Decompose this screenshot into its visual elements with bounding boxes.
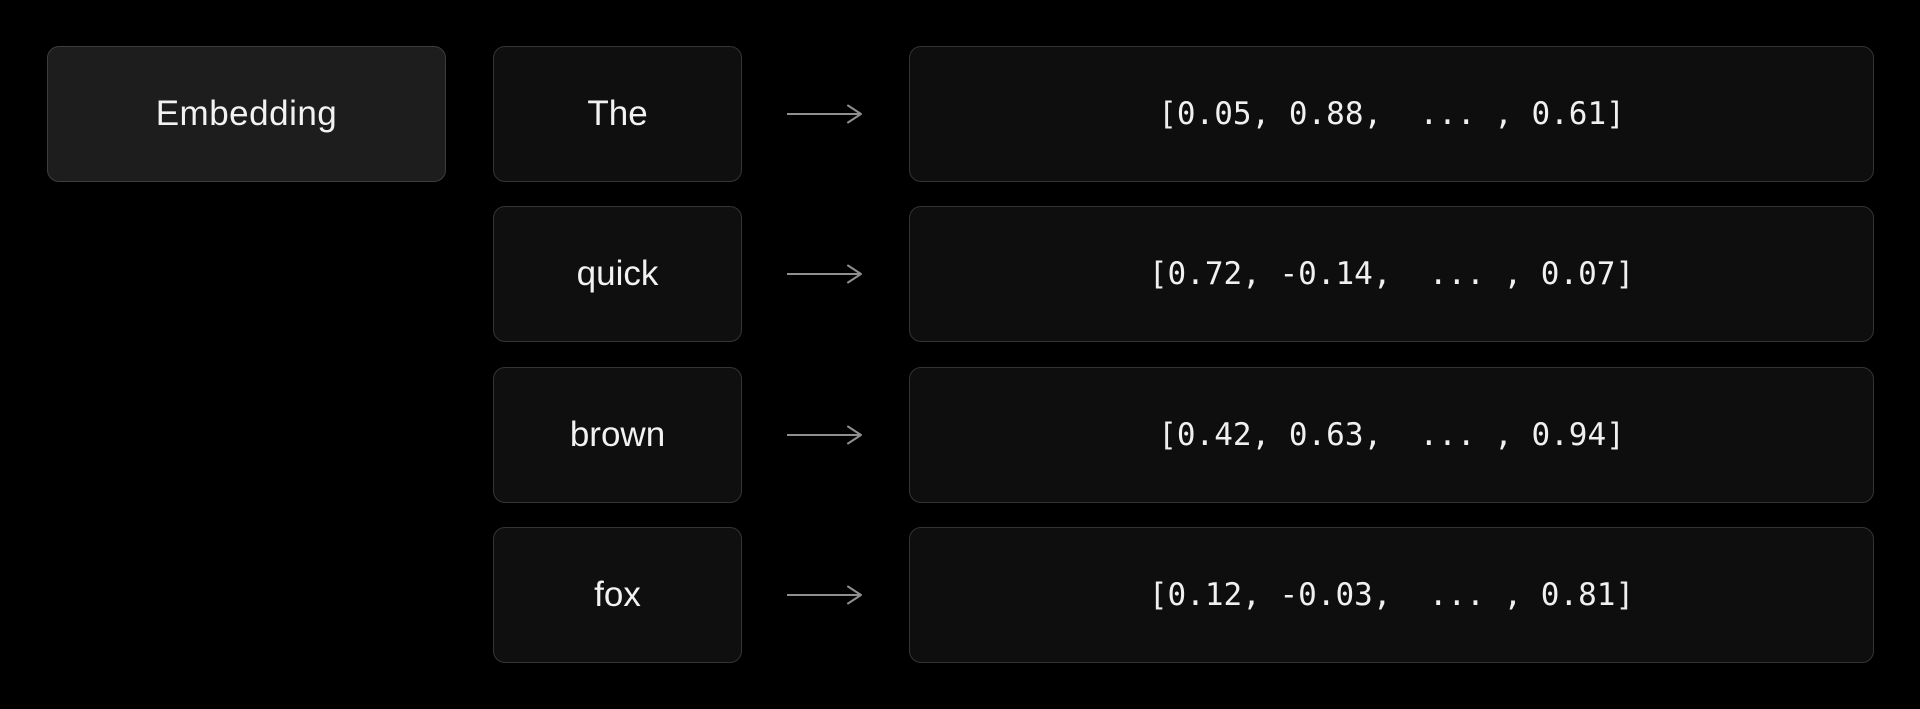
token-row: brown [0.42, 0.63, ... , 0.94] (0, 367, 1920, 503)
token-box-brown: brown (493, 367, 742, 503)
vector-values: [0.42, 0.63, ... , 0.94] (1158, 417, 1625, 453)
embedding-label-box: Embedding (47, 46, 446, 182)
embedding-title: Embedding (155, 94, 338, 133)
token-box-quick: quick (493, 206, 742, 342)
arrow-right-icon (787, 585, 862, 605)
vector-box: [0.12, -0.03, ... , 0.81] (909, 527, 1874, 663)
arrow-right-icon (787, 264, 862, 284)
arrow-right-icon (787, 104, 862, 124)
vector-values: [0.72, -0.14, ... , 0.07] (1148, 256, 1635, 292)
token-box-the: The (493, 46, 742, 182)
token-row: quick [0.72, -0.14, ... , 0.07] (0, 206, 1920, 342)
vector-values: [0.12, -0.03, ... , 0.81] (1148, 577, 1635, 613)
vector-box: [0.05, 0.88, ... , 0.61] (909, 46, 1874, 182)
arrow-right-icon (787, 425, 862, 445)
token-row: The [0.05, 0.88, ... , 0.61] (0, 46, 1920, 182)
token-label: The (587, 94, 648, 133)
token-label: quick (576, 254, 659, 293)
token-label: brown (569, 415, 666, 454)
token-box-fox: fox (493, 527, 742, 663)
token-label: fox (594, 575, 641, 614)
vector-values: [0.05, 0.88, ... , 0.61] (1158, 96, 1625, 132)
vector-box: [0.72, -0.14, ... , 0.07] (909, 206, 1874, 342)
token-row: fox [0.12, -0.03, ... , 0.81] (0, 527, 1920, 663)
vector-box: [0.42, 0.63, ... , 0.94] (909, 367, 1874, 503)
